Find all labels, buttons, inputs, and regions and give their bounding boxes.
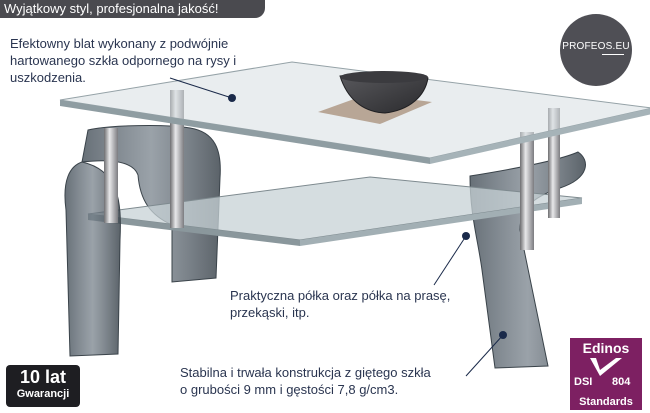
callout-line: Efektowny blat wykonany z podwójnie xyxy=(10,36,229,51)
callout-dot-top xyxy=(228,94,236,102)
warranty-badge: 10 lat Gwarancji xyxy=(6,365,80,407)
glass-leg-left xyxy=(81,125,221,283)
logo-text: PROFEOS.EU xyxy=(562,41,630,52)
callout-line: uszkodzenia. xyxy=(10,70,86,85)
chrome-post xyxy=(520,132,534,250)
header-banner: Wyjątkowy styl, profesjonalna jakość! xyxy=(0,0,265,18)
callout-line-top xyxy=(169,77,233,99)
callout-line: przekąski, itp. xyxy=(230,305,310,320)
callout-line-shelf xyxy=(433,235,467,286)
chrome-post xyxy=(104,128,118,223)
header-slogan: Wyjątkowy styl, profesjonalna jakość! xyxy=(4,1,219,16)
edinos-standards-badge: Edinos DSI 804 Standards xyxy=(570,338,642,410)
callout-line-construction xyxy=(465,334,504,377)
callout-top-glass: Efektowny blat wykonany z podwójnie hart… xyxy=(10,35,236,86)
callout-line: Stabilna i trwała konstrukcja z giętego … xyxy=(180,365,431,380)
edinos-standards: Standards xyxy=(579,396,633,408)
callout-dot-construction xyxy=(499,331,507,339)
callout-line: Praktyczna półka oraz półka na prasę, xyxy=(230,288,451,303)
callout-shelf: Praktyczna półka oraz półka na prasę, pr… xyxy=(230,287,450,321)
callout-dot-shelf xyxy=(462,232,470,240)
edinos-title: Edinos xyxy=(582,340,630,356)
edinos-dsi: DSI xyxy=(574,376,593,388)
checkmark-icon xyxy=(590,358,622,376)
profeos-logo: PROFEOS.EU xyxy=(560,14,632,86)
warranty-years: 10 lat xyxy=(19,367,67,387)
edinos-number: 804 xyxy=(612,376,631,388)
logo-underline xyxy=(602,54,624,55)
callout-line: hartowanego szkła odpornego na rysy i xyxy=(10,53,237,68)
warranty-label: Gwarancji xyxy=(16,388,70,400)
callout-line: o grubości 9 mm i gęstości 7,8 g/cm3. xyxy=(180,382,399,397)
callout-construction: Stabilna i trwała konstrukcja z giętego … xyxy=(180,364,431,398)
